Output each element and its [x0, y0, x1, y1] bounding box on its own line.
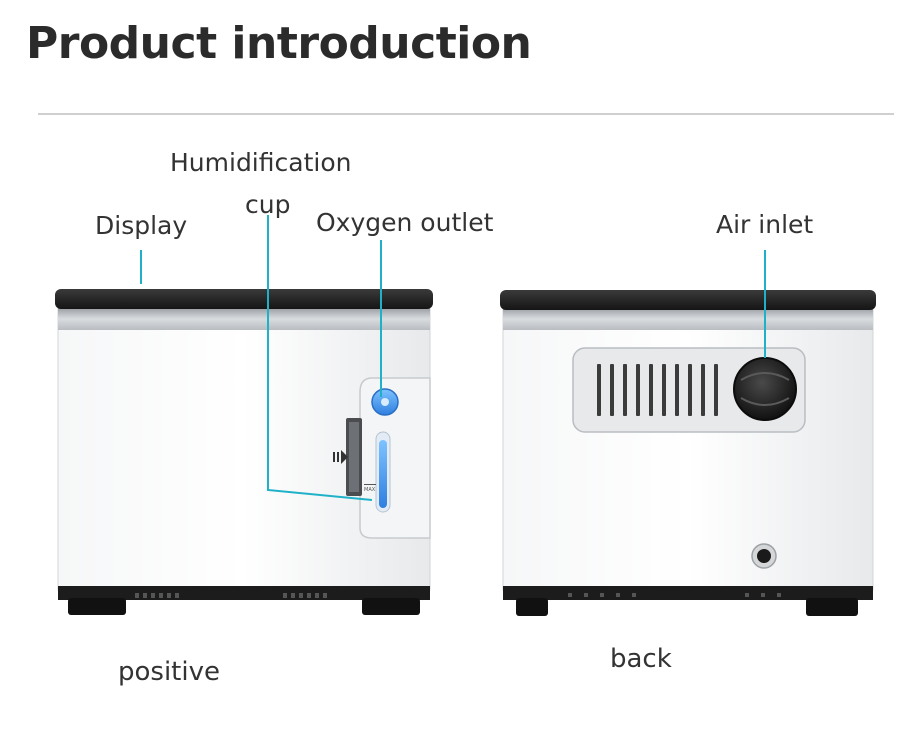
oxygen-outlet-label: Oxygen outlet [316, 208, 494, 237]
arrow-icon [333, 450, 348, 464]
display-label: Display [95, 211, 188, 240]
humidification-label-line2: cup [245, 190, 291, 219]
callout-lines [140, 215, 766, 501]
humidification-label-line1: Humidification [170, 148, 352, 177]
front-view-caption: positive [118, 657, 220, 687]
humidifier-max-mark: MAX [364, 487, 376, 493]
back-base-vents [568, 593, 781, 597]
air-inlet-label: Air inlet [716, 210, 814, 239]
divider [38, 113, 894, 115]
page-title: Product introduction [26, 18, 532, 69]
front-base-vents [135, 593, 327, 598]
front-unit: MAX [55, 289, 433, 615]
humidification-callout [267, 215, 373, 501]
back-unit [500, 290, 876, 616]
back-view-caption: back [610, 644, 672, 674]
air-vent-slots [597, 364, 718, 416]
